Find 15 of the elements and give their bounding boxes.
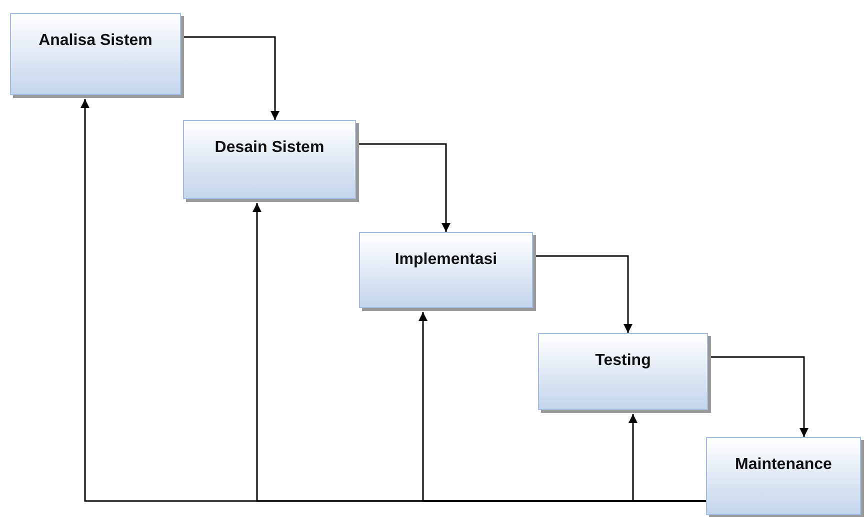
arrow <box>708 356 808 437</box>
process-box <box>538 333 708 410</box>
step-label: Maintenance <box>734 456 833 474</box>
arrow <box>533 255 632 333</box>
step-label: Testing <box>594 352 652 370</box>
arrow <box>181 36 280 120</box>
process-box <box>183 120 356 199</box>
process-box <box>359 232 533 308</box>
step-label: Analisa Sistem <box>38 32 154 50</box>
step-label: Desain Sistem <box>214 139 326 157</box>
step-label: Implementasi <box>394 251 498 269</box>
arrow <box>80 99 706 502</box>
process-box <box>10 13 181 95</box>
arrow <box>356 143 450 232</box>
process-box <box>706 437 861 515</box>
